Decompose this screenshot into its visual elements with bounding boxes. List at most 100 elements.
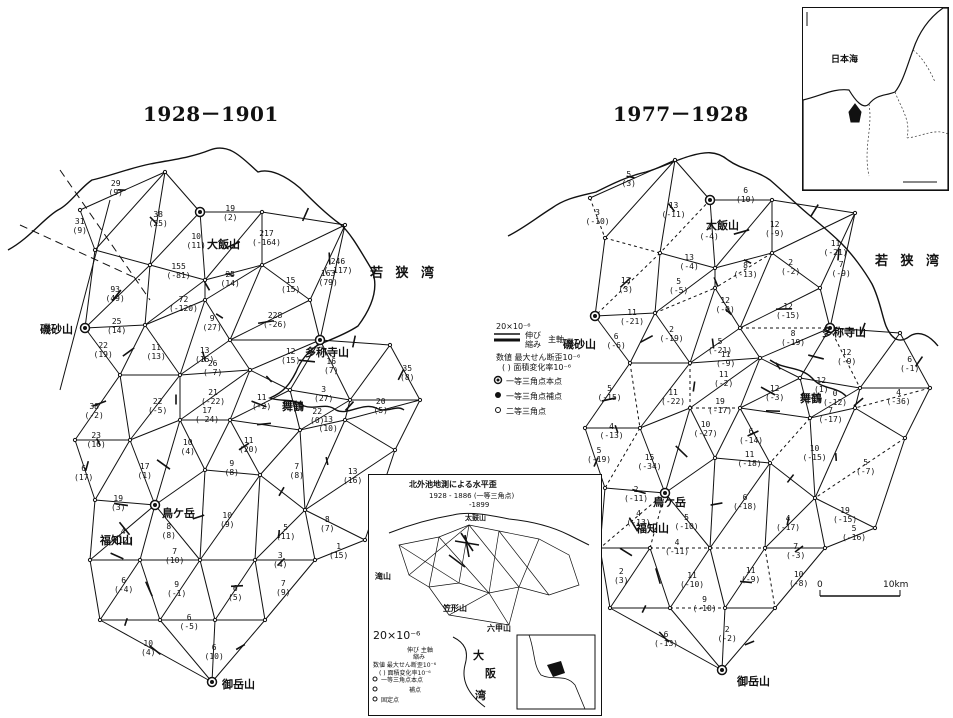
right-edge: [874, 437, 906, 529]
right-strain-value: 12 (-3): [765, 384, 785, 402]
right-strain-value: 13 (-4): [679, 252, 699, 271]
left-strain-axis: [84, 460, 90, 472]
right-station-dot: [593, 314, 597, 318]
left-edge: [229, 369, 251, 421]
right-strain-value: 11 (-22): [661, 387, 686, 406]
right-station-minor: [852, 405, 858, 411]
left-strain-axis: [118, 521, 131, 536]
left-strain-axis: [224, 241, 241, 249]
left-edge: [229, 419, 301, 431]
left-strain-value: 93 (49): [105, 284, 125, 303]
left-station-minor: [197, 557, 203, 563]
right-edge: [799, 327, 831, 379]
left-station-minor: [142, 322, 148, 328]
legend-second-order: 二等三角点: [506, 407, 546, 416]
right-edge: [714, 252, 773, 269]
right-edge: [809, 417, 816, 499]
right-station-minor: [712, 265, 718, 271]
right-strain-value: 11 (-9): [716, 349, 736, 368]
left-edge: [74, 439, 96, 501]
left-station-minor: [137, 557, 143, 563]
right-strain-value: 6 (-1): [900, 354, 920, 373]
left-edge: [94, 439, 131, 501]
left-strain-value: 16 (7): [324, 357, 339, 375]
left-strain-axis: [265, 375, 273, 383]
right-edge: [639, 427, 666, 494]
right-edge: [629, 362, 641, 429]
right-strain-axis: [786, 516, 790, 526]
right-strain-axis: [626, 175, 635, 179]
right-strain-axis: [710, 502, 723, 506]
left-strain-value: 17 (1): [137, 461, 152, 480]
right-edge: [709, 199, 716, 269]
legend-first-order-dot: [496, 378, 500, 382]
left-strain-axis: [225, 272, 234, 277]
right-strain-value: 5 (-10): [674, 512, 699, 531]
left-strain-axis: [149, 644, 161, 656]
right-edge: [649, 547, 671, 609]
right-strain-axis: [614, 424, 619, 434]
left-edge: [149, 171, 166, 266]
left-strain-axis: [156, 459, 171, 470]
left-edge: [149, 264, 206, 281]
right-station-minor: [852, 210, 858, 216]
right-edge: [689, 287, 716, 364]
left-strain-value: 12 (15): [281, 347, 301, 365]
right-edge: [739, 327, 761, 359]
left-edge: [211, 619, 216, 683]
right-strain-axis: [641, 605, 647, 613]
right-strain-value: 4 (-36): [886, 388, 911, 406]
right-edge: [764, 462, 771, 549]
right-edge: [824, 527, 876, 549]
left-edge: [319, 224, 346, 341]
left-strain-value: 17 (-24): [195, 406, 220, 424]
right-station-minor: [927, 385, 933, 391]
right-station-minor: [582, 425, 588, 431]
left-strain-value: 6 (-5): [179, 613, 199, 631]
right-strain-axis: [853, 397, 864, 407]
left-station-minor: [202, 277, 208, 283]
right-edge: [724, 547, 766, 609]
right-strain-axis: [632, 488, 646, 495]
right-strain-axis: [593, 457, 599, 467]
right-station-minor: [902, 435, 908, 441]
right-edge: [664, 492, 711, 549]
inset-leg6: 固定点: [381, 697, 400, 704]
left-strain-axis: [351, 335, 357, 348]
left-station-minor: [252, 557, 258, 563]
left-strain-axis: [113, 502, 129, 507]
legend-second-glyph: [495, 407, 501, 413]
right-station-minor: [767, 460, 773, 466]
right-strain-value: 11 (-10): [680, 571, 705, 589]
left-station-dot: [198, 210, 202, 214]
inset-sea-label: 日本海: [831, 55, 859, 65]
legend-extension: 伸び: [525, 331, 541, 340]
right-station-minor: [857, 385, 863, 391]
right-edge: [654, 287, 716, 314]
left-station-minor: [342, 222, 348, 228]
left-strain-axis: [92, 400, 107, 407]
left-strain-value: 29 (9): [108, 179, 123, 197]
left-edge: [94, 249, 151, 266]
right-edge: [609, 547, 651, 609]
right-strain-value: 8 (-13): [733, 260, 758, 279]
left-edge: [299, 429, 306, 511]
right-station-minor: [807, 415, 813, 421]
left-station-minor: [307, 297, 313, 303]
left-label-mitake: 御岳山: [222, 678, 255, 691]
left-label-isosago: 磯砂山: [40, 323, 73, 336]
right-strain-value: 11 (-21): [823, 238, 848, 257]
right-strain-axis: [675, 445, 688, 458]
left-strain-value: 6 (17): [74, 464, 94, 482]
right-strain-value: 15 (-34): [637, 452, 662, 471]
left-strain-value: 7 (10): [165, 547, 185, 565]
legend-first-order: 一等三角点本点: [506, 377, 562, 386]
right-strain-value: 2 (-11): [624, 484, 649, 503]
right-edge: [769, 462, 816, 499]
left-edge: [394, 399, 421, 451]
right-edge: [654, 312, 691, 364]
left-edge: [309, 299, 321, 341]
left-edge: [204, 264, 263, 281]
left-edge: [344, 419, 396, 451]
left-strain-value: 10 (11): [186, 232, 206, 250]
